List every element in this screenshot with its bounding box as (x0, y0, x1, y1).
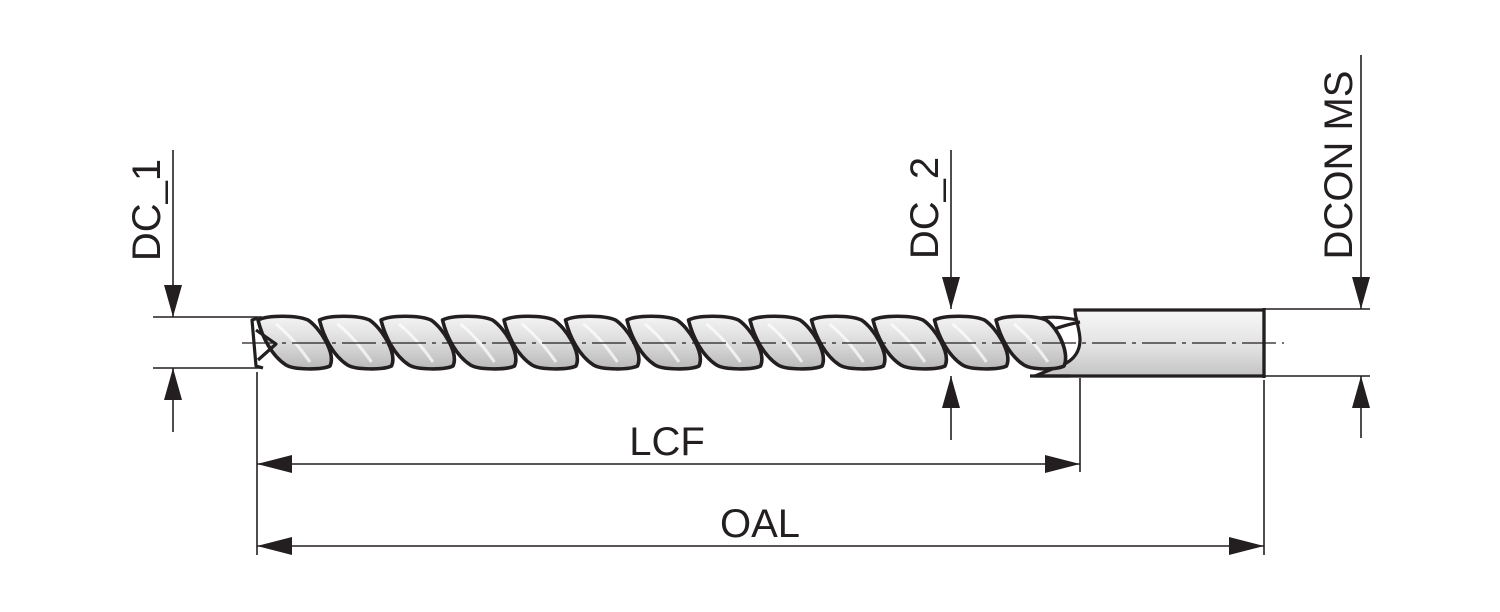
arrow-head (1352, 376, 1370, 408)
arrow-head (1229, 537, 1264, 555)
flute-highlight (521, 322, 558, 363)
arrow-head (1352, 277, 1370, 309)
flute-highlight (951, 322, 988, 363)
flute-highlight (705, 322, 742, 363)
flute-highlight (767, 322, 804, 363)
dcon-ms-label: DCON MS (1317, 71, 1361, 260)
flute-segment (994, 314, 1068, 371)
arrow-head (1045, 455, 1080, 473)
flute-highlight (275, 322, 312, 363)
dc1-label: DC_1 (125, 159, 169, 261)
flute-highlight (644, 322, 681, 363)
oal-label: OAL (720, 502, 800, 546)
flute-highlight (582, 322, 619, 363)
arrow-head (942, 376, 960, 408)
flute-highlight (459, 322, 496, 363)
dc2-label: DC_2 (903, 157, 947, 259)
flute-highlight (828, 322, 865, 363)
arrow-head (257, 455, 292, 473)
flute-highlight (336, 322, 373, 363)
flute-highlight (890, 322, 927, 363)
arrow-head (164, 285, 182, 317)
lcf-label: LCF (629, 420, 705, 464)
arrow-head (942, 277, 960, 309)
flute-highlight (398, 322, 435, 363)
arrow-head (164, 368, 182, 400)
arrow-head (257, 537, 292, 555)
flute-highlight (1013, 322, 1050, 363)
